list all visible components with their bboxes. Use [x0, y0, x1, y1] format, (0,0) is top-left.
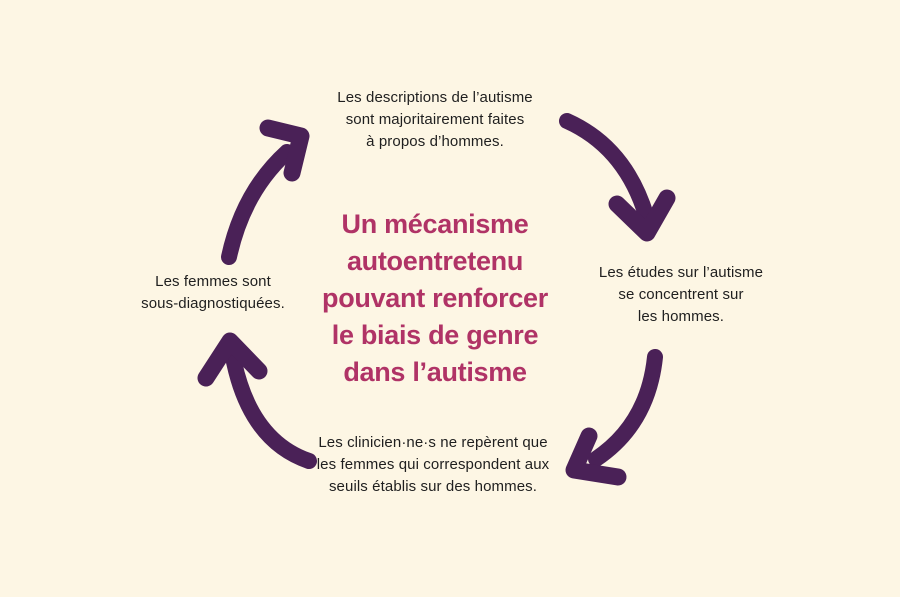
cycle-step-text-line: à propos d’hommes. [366, 133, 504, 150]
cycle-step-text-line: Les études sur l’autisme [598, 264, 764, 281]
cycle-step-text-line: Les descriptions de l’autisme [337, 89, 533, 106]
cycle-step-descriptions: Les descriptions de l’autisme sont major… [260, 87, 610, 153]
cycle-step-etudes: Les études sur l’autisme se concentrent … [575, 262, 787, 328]
diagram-title-line: Un mécanisme [341, 209, 529, 239]
cycle-step-text-line: sont majoritairement faites [345, 111, 525, 128]
diagram-title-line: autoentretenu [346, 246, 524, 276]
cycle-step-text-line: les hommes. [637, 308, 725, 325]
diagram-title-line: dans l’autisme [343, 357, 527, 387]
diagram-title-line: pouvant renforcer [322, 283, 548, 313]
cycle-step-femmes: Les femmes sont sous-diagnostiquées. [100, 271, 326, 315]
diagram-title: Un mécanisme autoentretenu pouvant renfo… [268, 206, 602, 391]
diagram-title-line: le biais de genre [331, 320, 539, 350]
cycle-step-text-line: Les clinicien·ne·s ne repèrent que [318, 434, 548, 451]
cycle-step-text-line: se concentrent sur [618, 286, 744, 303]
cycle-step-text-line: seuils établis sur des hommes. [328, 478, 538, 495]
cycle-step-cliniciens: Les clinicien·ne·s ne repèrent que les f… [268, 432, 598, 498]
cycle-step-text-line: les femmes qui correspondent aux [316, 456, 550, 473]
cycle-step-text-line: Les femmes sont [155, 273, 271, 290]
cycle-step-text-line: sous-diagnostiquées. [141, 295, 285, 312]
